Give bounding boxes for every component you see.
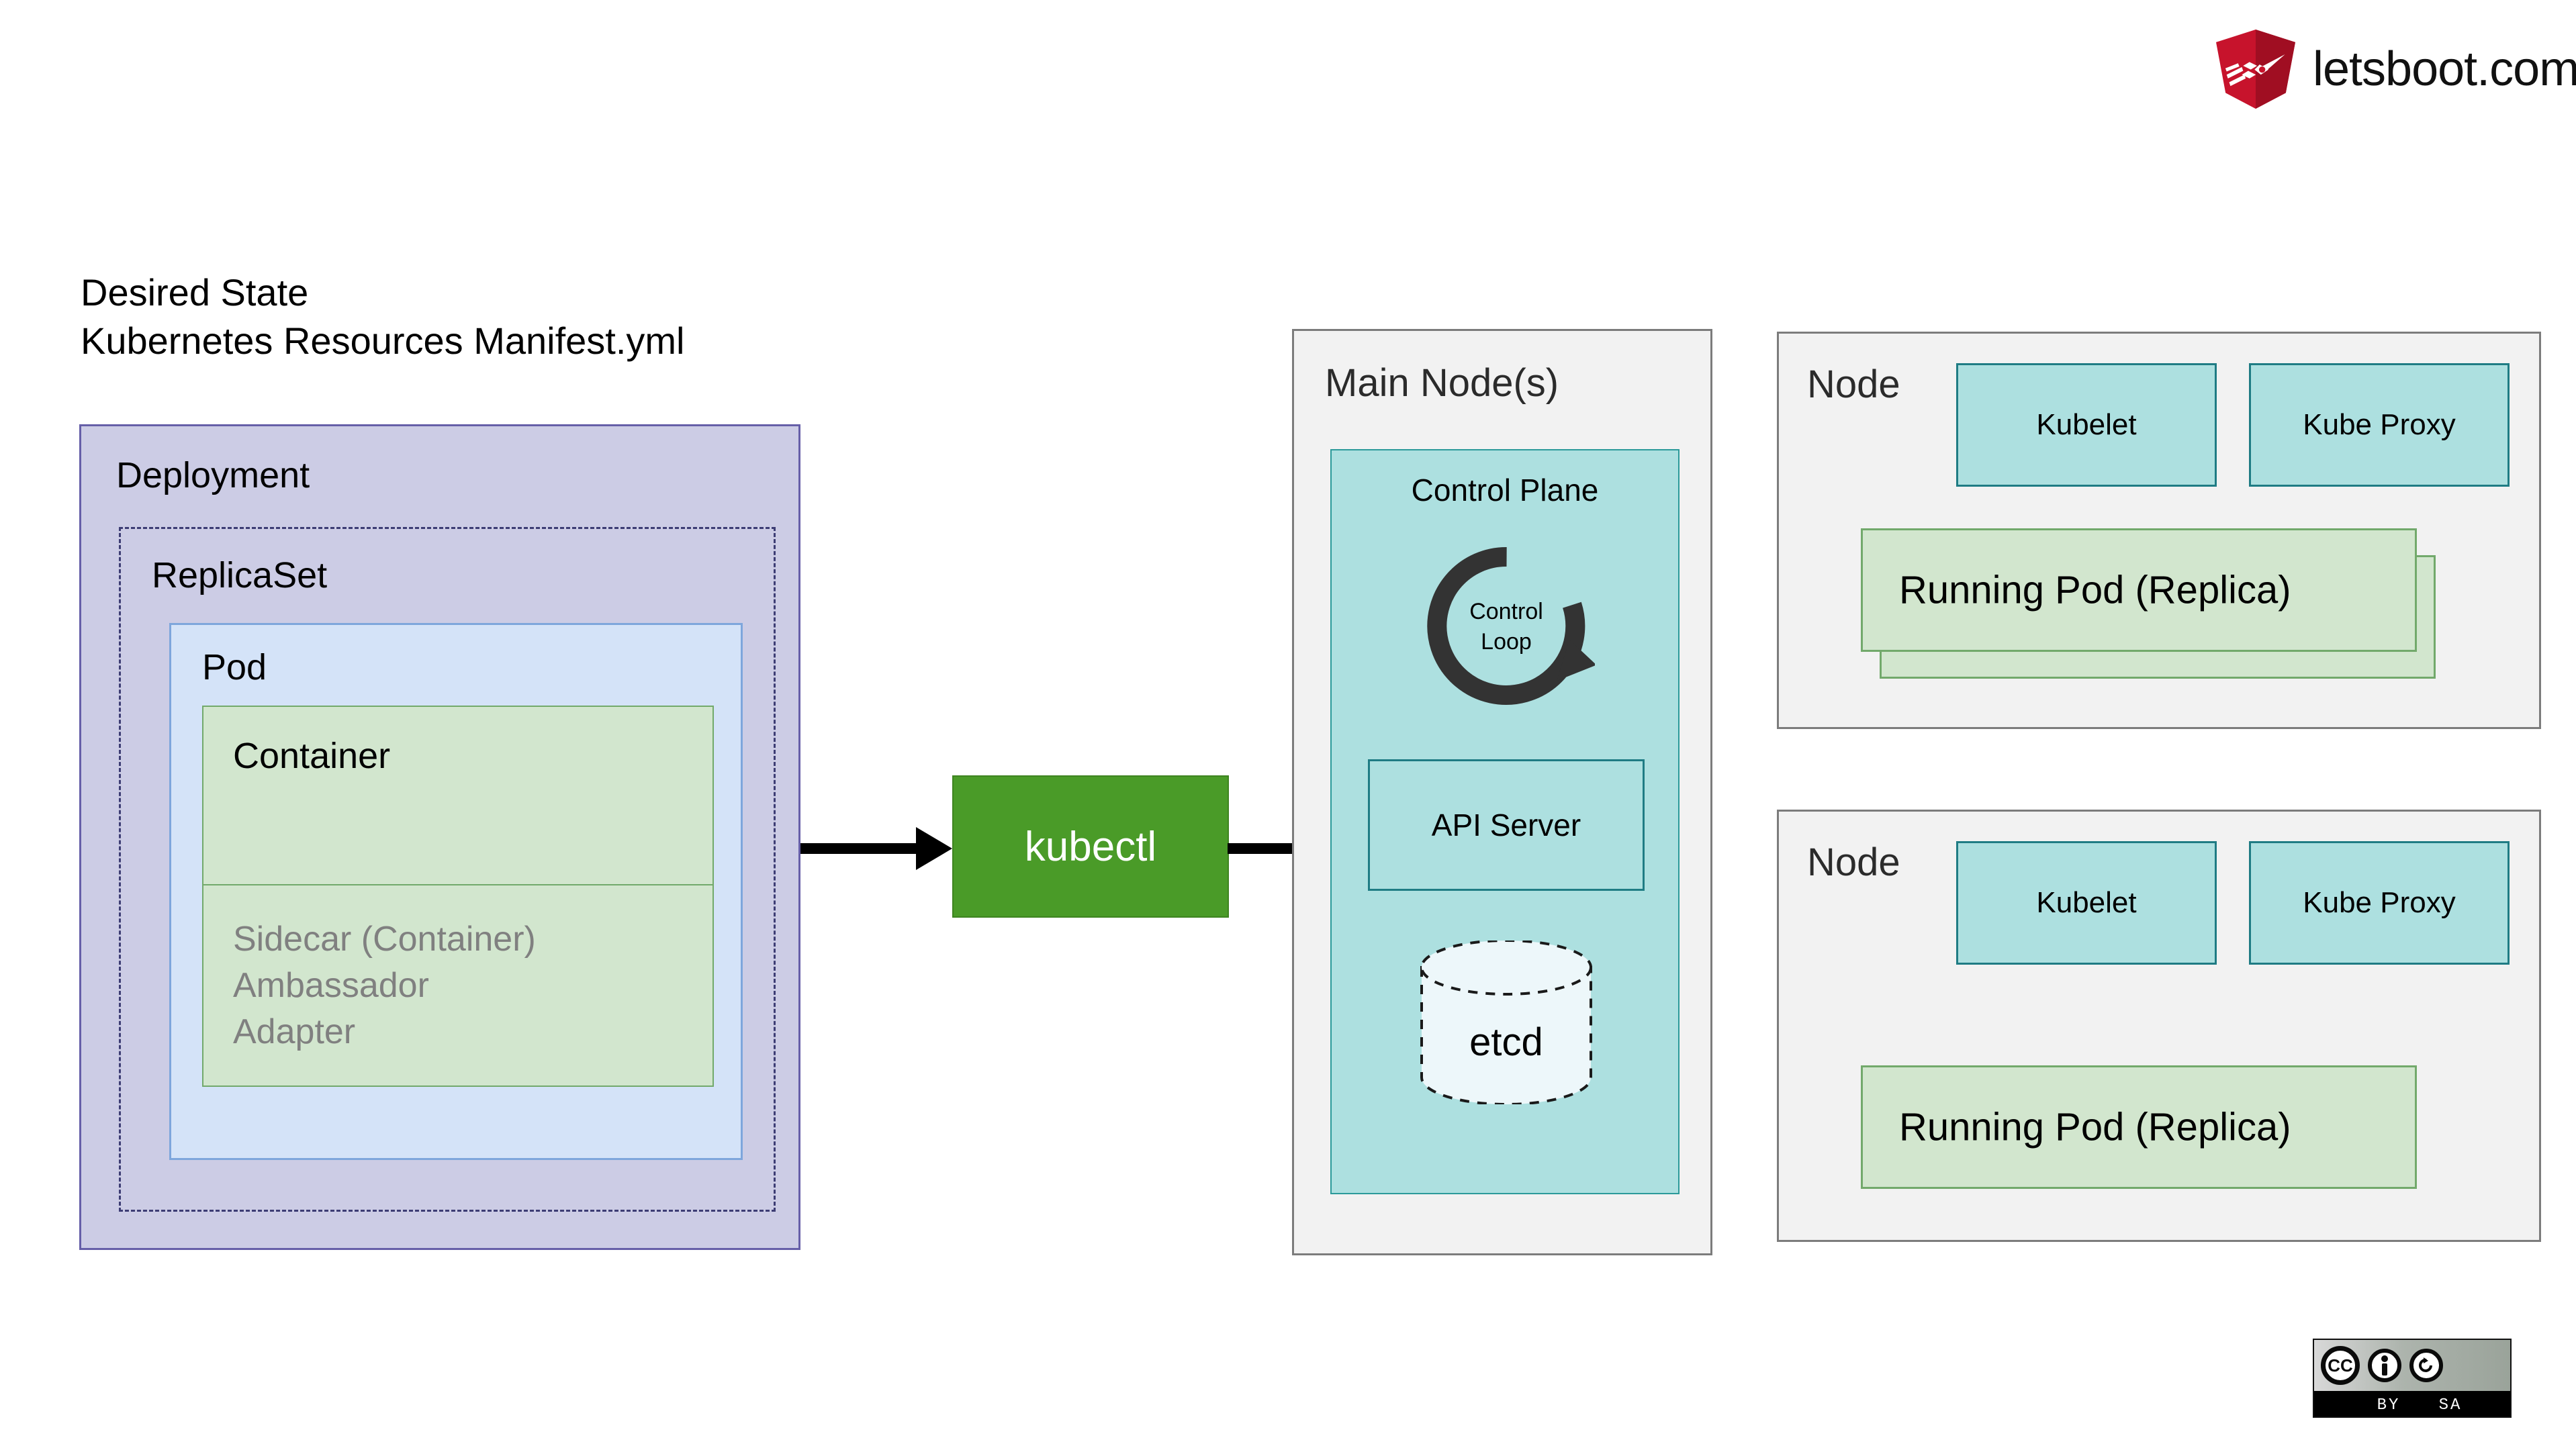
- sa-share-alike-icon: [2409, 1349, 2443, 1382]
- kube-proxy-box-node-2: Kube Proxy: [2249, 841, 2510, 965]
- worker-node-1-box: Node Kubelet Kube Proxy Running Pod (Rep…: [1777, 332, 2541, 729]
- kubectl-box: kubectl: [952, 775, 1229, 918]
- by-person-icon: [2368, 1349, 2401, 1382]
- kube-proxy-label-node-1: Kube Proxy: [2303, 408, 2456, 441]
- running-pod-front-node-1: Running Pod (Replica): [1861, 528, 2417, 652]
- kubelet-label-node-2: Kubelet: [2036, 886, 2137, 919]
- control-plane-label: Control Plane: [1411, 473, 1599, 508]
- api-server-box: API Server: [1368, 759, 1645, 891]
- kube-proxy-box-node-1: Kube Proxy: [2249, 363, 2510, 487]
- kube-proxy-label-node-2: Kube Proxy: [2303, 886, 2456, 919]
- kubelet-label-node-1: Kubelet: [2036, 408, 2137, 441]
- replicaset-box: ReplicaSet Pod Container Sidecar (Contai…: [119, 527, 776, 1212]
- control-loop-line-2: Loop: [1481, 628, 1532, 655]
- api-server-label: API Server: [1431, 808, 1581, 842]
- running-pod-label-node-2: Running Pod (Replica): [1899, 1105, 2291, 1149]
- cc-badge-icons: CC: [2314, 1340, 2510, 1391]
- control-loop-line-1: Control: [1469, 599, 1543, 624]
- brand-name: letsboot.com: [2313, 42, 2576, 96]
- container-label: Container: [233, 736, 391, 776]
- pod-box: Pod Container Sidecar (Container) Ambass…: [169, 623, 743, 1160]
- letsboot-shield-rocket-icon: [2216, 30, 2295, 109]
- desired-state-line-2: Kubernetes Resources Manifest.yml: [81, 319, 685, 362]
- running-pod-label-node-1: Running Pod (Replica): [1899, 568, 2291, 612]
- desired-state-line-1: Desired State: [81, 271, 309, 314]
- cc-by-label: BY: [2377, 1396, 2401, 1414]
- sidecar-line-2: Ambassador: [233, 966, 429, 1006]
- cc-icon: CC: [2321, 1346, 2360, 1385]
- pod-label: Pod: [202, 647, 267, 687]
- desired-state-heading: Desired State Kubernetes Resources Manif…: [81, 269, 685, 365]
- control-loop-group: Control Loop: [1418, 538, 1595, 715]
- circular-arrow-icon: [1427, 547, 1595, 705]
- kubelet-box-node-2: Kubelet: [1956, 841, 2217, 965]
- main-node-label: Main Node(s): [1325, 361, 1559, 405]
- worker-node-2-label: Node: [1807, 840, 1900, 884]
- sidecar-line-3: Adapter: [233, 1012, 356, 1052]
- control-loop-label: Control Loop: [1418, 597, 1595, 657]
- sidecar-line-1: Sidecar (Container): [233, 920, 536, 959]
- creative-commons-badge: CC BY SA: [2313, 1339, 2512, 1418]
- sidecar-container-label: Sidecar (Container) Ambassador Adapter: [233, 916, 536, 1055]
- replicaset-label: ReplicaSet: [152, 555, 328, 595]
- sidecar-container-box: Sidecar (Container) Ambassador Adapter: [202, 884, 714, 1087]
- cc-sa-label: SA: [2438, 1396, 2463, 1414]
- running-pod-node-2: Running Pod (Replica): [1861, 1065, 2417, 1189]
- cc-icon-text: CC: [2328, 1355, 2353, 1376]
- cc-badge-labels: BY SA: [2314, 1391, 2510, 1419]
- container-box: Container: [202, 706, 714, 885]
- main-node-box: Main Node(s) Control Plane Control Loop …: [1292, 329, 1712, 1255]
- etcd-cylinder: etcd: [1416, 941, 1596, 1104]
- deployment-label: Deployment: [116, 455, 310, 495]
- kubectl-label: kubectl: [1024, 823, 1157, 870]
- kubelet-box-node-1: Kubelet: [1956, 363, 2217, 487]
- control-plane-box: Control Plane Control Loop API Server: [1330, 449, 1680, 1194]
- worker-node-1-label: Node: [1807, 363, 1900, 406]
- deployment-box: Deployment ReplicaSet Pod Container Side…: [79, 424, 800, 1250]
- worker-node-2-box: Node Kubelet Kube Proxy Running Pod (Rep…: [1777, 810, 2541, 1242]
- etcd-label: etcd: [1469, 1020, 1543, 1064]
- brand-logo: letsboot.com: [2216, 30, 2576, 109]
